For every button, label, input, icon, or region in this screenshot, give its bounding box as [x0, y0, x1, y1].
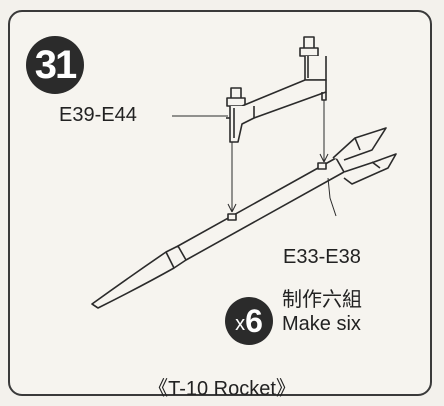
rocket-part-label: E33-E38 [283, 246, 361, 268]
step-number-badge: 31 [26, 36, 84, 94]
pylon-part-label: E39-E44 [59, 104, 137, 126]
quantity-instruction: 制作六組 Make six [282, 288, 362, 336]
assembly-guide-lines [172, 100, 337, 217]
instruction-english: Make six [282, 313, 361, 335]
assembly-caption: 《T-10 Rocket》 [148, 378, 296, 400]
quantity-prefix: x [235, 313, 246, 335]
rocket-part [91, 127, 397, 309]
quantity-badge: x6 [225, 297, 273, 345]
instruction-chinese: 制作六組 [282, 289, 362, 311]
pylon-part [226, 36, 327, 143]
quantity-count: 6 [245, 303, 263, 339]
